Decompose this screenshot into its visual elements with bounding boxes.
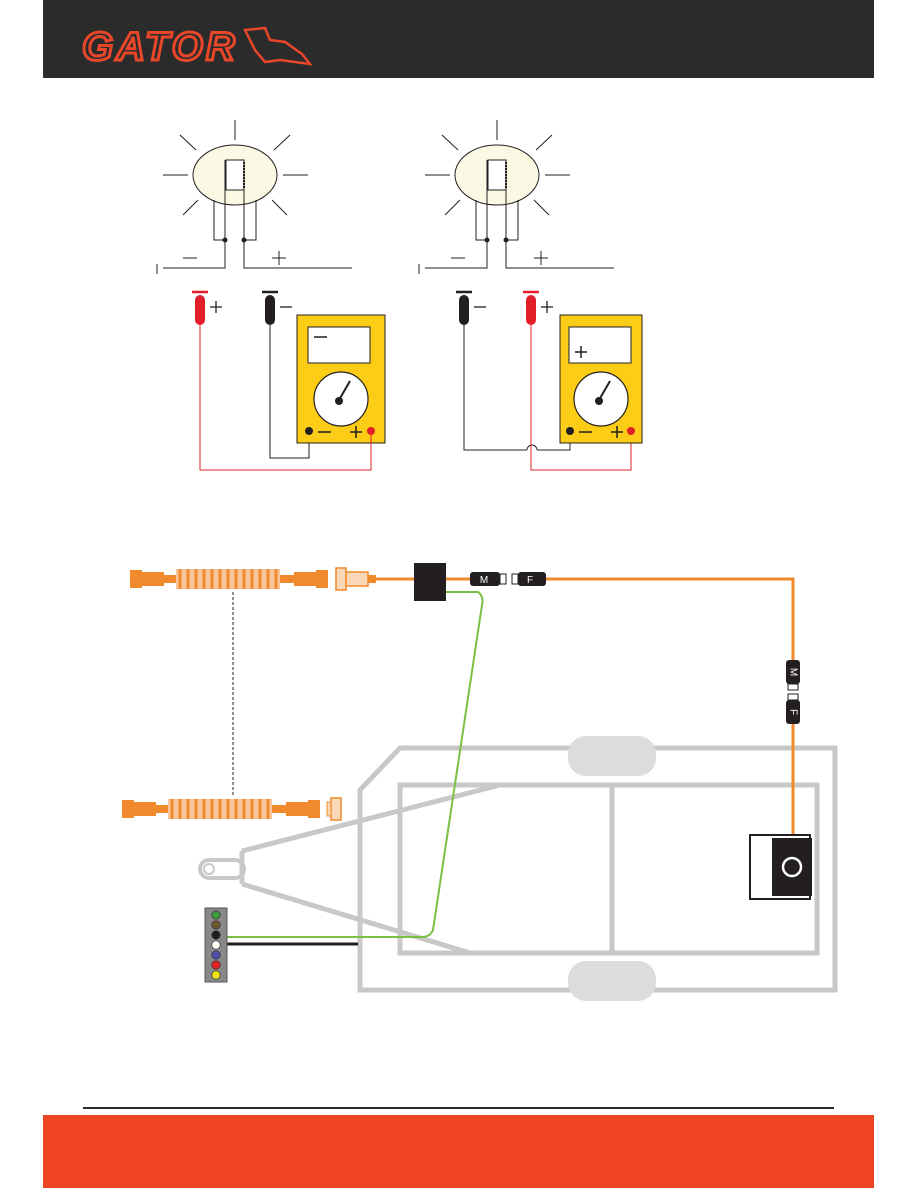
bulb-icon xyxy=(419,120,614,274)
connector-pin xyxy=(212,951,220,959)
spiral-cable-icon xyxy=(130,569,328,589)
trailer-installation: M F M F xyxy=(122,563,835,1001)
multimeter-icon xyxy=(560,315,642,443)
connector-pin xyxy=(212,961,220,969)
wheel xyxy=(568,736,656,776)
spiral-cable-icon xyxy=(122,799,320,819)
pin-connector xyxy=(205,908,227,982)
bulb-icon xyxy=(157,120,352,274)
connector-female: F xyxy=(512,572,546,586)
junction-box xyxy=(414,563,446,601)
connector-female-label: F xyxy=(527,575,533,586)
hitch-icon xyxy=(200,860,244,878)
connector-pin xyxy=(212,911,220,919)
trailer-plug-icon xyxy=(327,798,341,820)
connector-male-label: M xyxy=(787,668,798,676)
connector-male: M xyxy=(470,572,506,586)
connector-pin xyxy=(212,931,220,939)
connector-pin xyxy=(212,971,220,979)
bulb-test-left xyxy=(157,120,385,470)
footer-bar xyxy=(43,1115,874,1188)
bulb-test-right xyxy=(419,120,642,470)
connector-pin xyxy=(212,921,220,929)
connector-male-label: M xyxy=(480,575,488,586)
trailer-outline xyxy=(242,748,835,990)
connector-female-label: F xyxy=(787,709,798,715)
test-probe-icon xyxy=(456,292,570,450)
connector-pin xyxy=(212,941,220,949)
wheel xyxy=(568,961,656,1001)
footer-divider xyxy=(83,1107,834,1109)
camera-cable xyxy=(546,579,793,660)
camera-icon xyxy=(750,835,812,899)
connector-female: F xyxy=(786,694,800,724)
trailer-plug-icon xyxy=(336,568,414,590)
power-wire xyxy=(218,592,483,937)
test-probe-icon xyxy=(192,292,222,470)
connector-male: M xyxy=(786,660,800,690)
multimeter-icon xyxy=(297,315,385,443)
